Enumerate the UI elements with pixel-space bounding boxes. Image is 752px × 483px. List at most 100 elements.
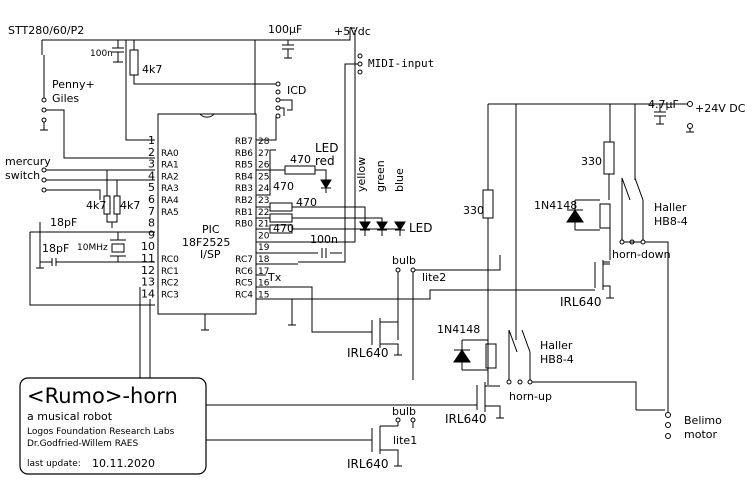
pic-pin-label-right: RB3 — [235, 184, 253, 194]
power-24v — [453, 101, 694, 439]
pic-pin-label-left: RA3 — [161, 184, 179, 194]
pic-pin-number-right: 18 — [258, 255, 270, 265]
pic-pin-number-left: 10 — [141, 240, 155, 253]
pic-pin-number-left: 3 — [148, 158, 155, 171]
pic-pin-label-right: RC4 — [235, 290, 253, 300]
haller-b-label-2: HB8-4 — [540, 353, 574, 366]
irl640-c-label: IRL640 — [445, 412, 486, 426]
tx-label: Tx — [267, 271, 282, 284]
lite1-label: lite1 — [393, 434, 417, 447]
pic-pin-label-right: RB2 — [235, 196, 253, 206]
pic-pin-number-right: 17 — [258, 267, 269, 277]
stt-label: STT280/60/P2 — [8, 24, 84, 37]
lite2-label: lite2 — [422, 271, 446, 284]
subtitle-1: a musical robot — [27, 410, 113, 423]
pic-pin-label-right: RB6 — [235, 149, 253, 159]
pic-pin-number-left: 7 — [148, 205, 155, 218]
top-power-rail — [41, 27, 355, 141]
pic-pin-number-right: 24 — [258, 184, 270, 194]
res-330-b-label: 330 — [463, 204, 484, 217]
pic-pin-number-left: 5 — [148, 181, 155, 194]
pic-pin-label-right: RB5 — [235, 161, 253, 171]
bulb-bot-label: bulb — [392, 405, 416, 418]
belimo-label-2: motor — [684, 428, 717, 441]
penny-giles-label-2: Giles — [52, 92, 79, 105]
pic-pin-number-left: 1 — [148, 134, 155, 147]
penny-giles-label-1: Penny+ — [52, 78, 95, 91]
res-4k7-a-label: 4k7 — [86, 199, 106, 212]
pic-pin-number-right: 25 — [258, 172, 269, 182]
pic-pin-label-right: RC5 — [235, 279, 253, 289]
pic-pin-label-left: RA4 — [161, 196, 179, 206]
pic-pin-number-left: 12 — [141, 264, 155, 277]
pic-pin-number-left: 11 — [141, 252, 155, 265]
pic-chip — [157, 113, 257, 315]
diode-a-label: 1N4148 — [534, 199, 577, 212]
led-array — [320, 179, 406, 236]
horn-down-label: horn-down — [612, 248, 671, 261]
mosfet-drivers — [139, 255, 614, 467]
led-yellow-label: yellow — [355, 157, 368, 192]
pic-pin-number-left: 13 — [141, 276, 155, 289]
irl640-b-label: IRL640 — [347, 457, 388, 471]
led-green-label: green — [374, 160, 387, 192]
pic-pin-label-right: RB7 — [235, 137, 253, 147]
irl640-a-label: IRL640 — [347, 346, 388, 360]
pic-pin-number-right: 27 — [258, 149, 269, 159]
subtitle-2: Logos Foundation Research Labs — [27, 427, 175, 437]
led-red-label-1: LED — [315, 141, 339, 155]
res-470-c-label: 470 — [273, 222, 294, 235]
irl640-d-label: IRL640 — [560, 295, 601, 309]
cap-100n-label: 100n — [310, 233, 338, 246]
mercury-switch-connector — [41, 167, 155, 200]
pic-pin-label-left: RA1 — [161, 161, 179, 171]
pic-pin-number-right: 20 — [258, 231, 270, 241]
vdc5-label: +5Vdc — [334, 25, 371, 38]
pic-pin-label-left: RC2 — [161, 279, 179, 289]
haller-b-label-1: Haller — [540, 339, 573, 352]
belimo-label-1: Belimo — [684, 414, 722, 427]
vdc24-label: +24V DC — [695, 102, 746, 115]
pic-pin-label-right: RB1 — [235, 208, 253, 218]
led-blue-label: blue — [393, 168, 406, 192]
haller-a-label-2: HB8-4 — [654, 215, 688, 228]
pic-pin-number-right: 15 — [258, 290, 269, 300]
pic-pin-number-right: 22 — [258, 208, 269, 218]
midi-input-label: MIDI-input — [368, 57, 434, 70]
pic-pin-label-right: RC6 — [235, 267, 253, 277]
pic-pin-number-right: 26 — [258, 161, 270, 171]
subtitle-3: Dr.Godfried-Willem RAES — [27, 439, 138, 449]
cap-100uf-label: 100µF — [268, 23, 302, 36]
icd-label: ICD — [287, 84, 306, 97]
cap-18pf-top-label: 18pF — [50, 216, 77, 229]
pic-pin-label-left: RC3 — [161, 290, 179, 300]
pic-pin-label-right: RB4 — [235, 172, 253, 182]
cap-18pf-bot-label: 18pF — [42, 242, 69, 255]
pic-pin-label-left: RA2 — [161, 172, 179, 182]
crystal-oscillator — [29, 222, 155, 306]
horn-up-label: horn-up — [509, 390, 552, 403]
pic-pin-number-left: 14 — [141, 287, 155, 300]
pic-name-3: I/SP — [200, 248, 221, 261]
penny-giles-connector — [40, 55, 155, 159]
xtal-label: 10MHz — [77, 243, 108, 253]
pic-pin-number-left: 6 — [148, 193, 155, 206]
pic-name-2: 18F2525 — [182, 236, 230, 249]
led-red-label-2: red — [315, 154, 335, 168]
title-box — [19, 377, 207, 475]
pic-pin-number-left: 9 — [148, 228, 155, 241]
pic-pin-label-right: RC7 — [235, 255, 253, 265]
pic-pin-label-left: RA5 — [161, 208, 179, 218]
pic-pin-label-right: RB0 — [235, 220, 253, 230]
pic-pin-number-right: 19 — [258, 243, 270, 253]
pic-pin-number-right: 16 — [258, 279, 270, 289]
pic-pin-label-left: RA0 — [161, 149, 179, 159]
mercury-label-1: mercury — [5, 155, 51, 168]
diode-b-label: 1N4148 — [437, 323, 480, 336]
pic-pin-number-right: 21 — [258, 220, 269, 230]
bulb-top-label: bulb — [392, 254, 416, 267]
res-330-a-label: 330 — [581, 155, 602, 168]
res-4k7-b-label: 4k7 — [120, 199, 140, 212]
